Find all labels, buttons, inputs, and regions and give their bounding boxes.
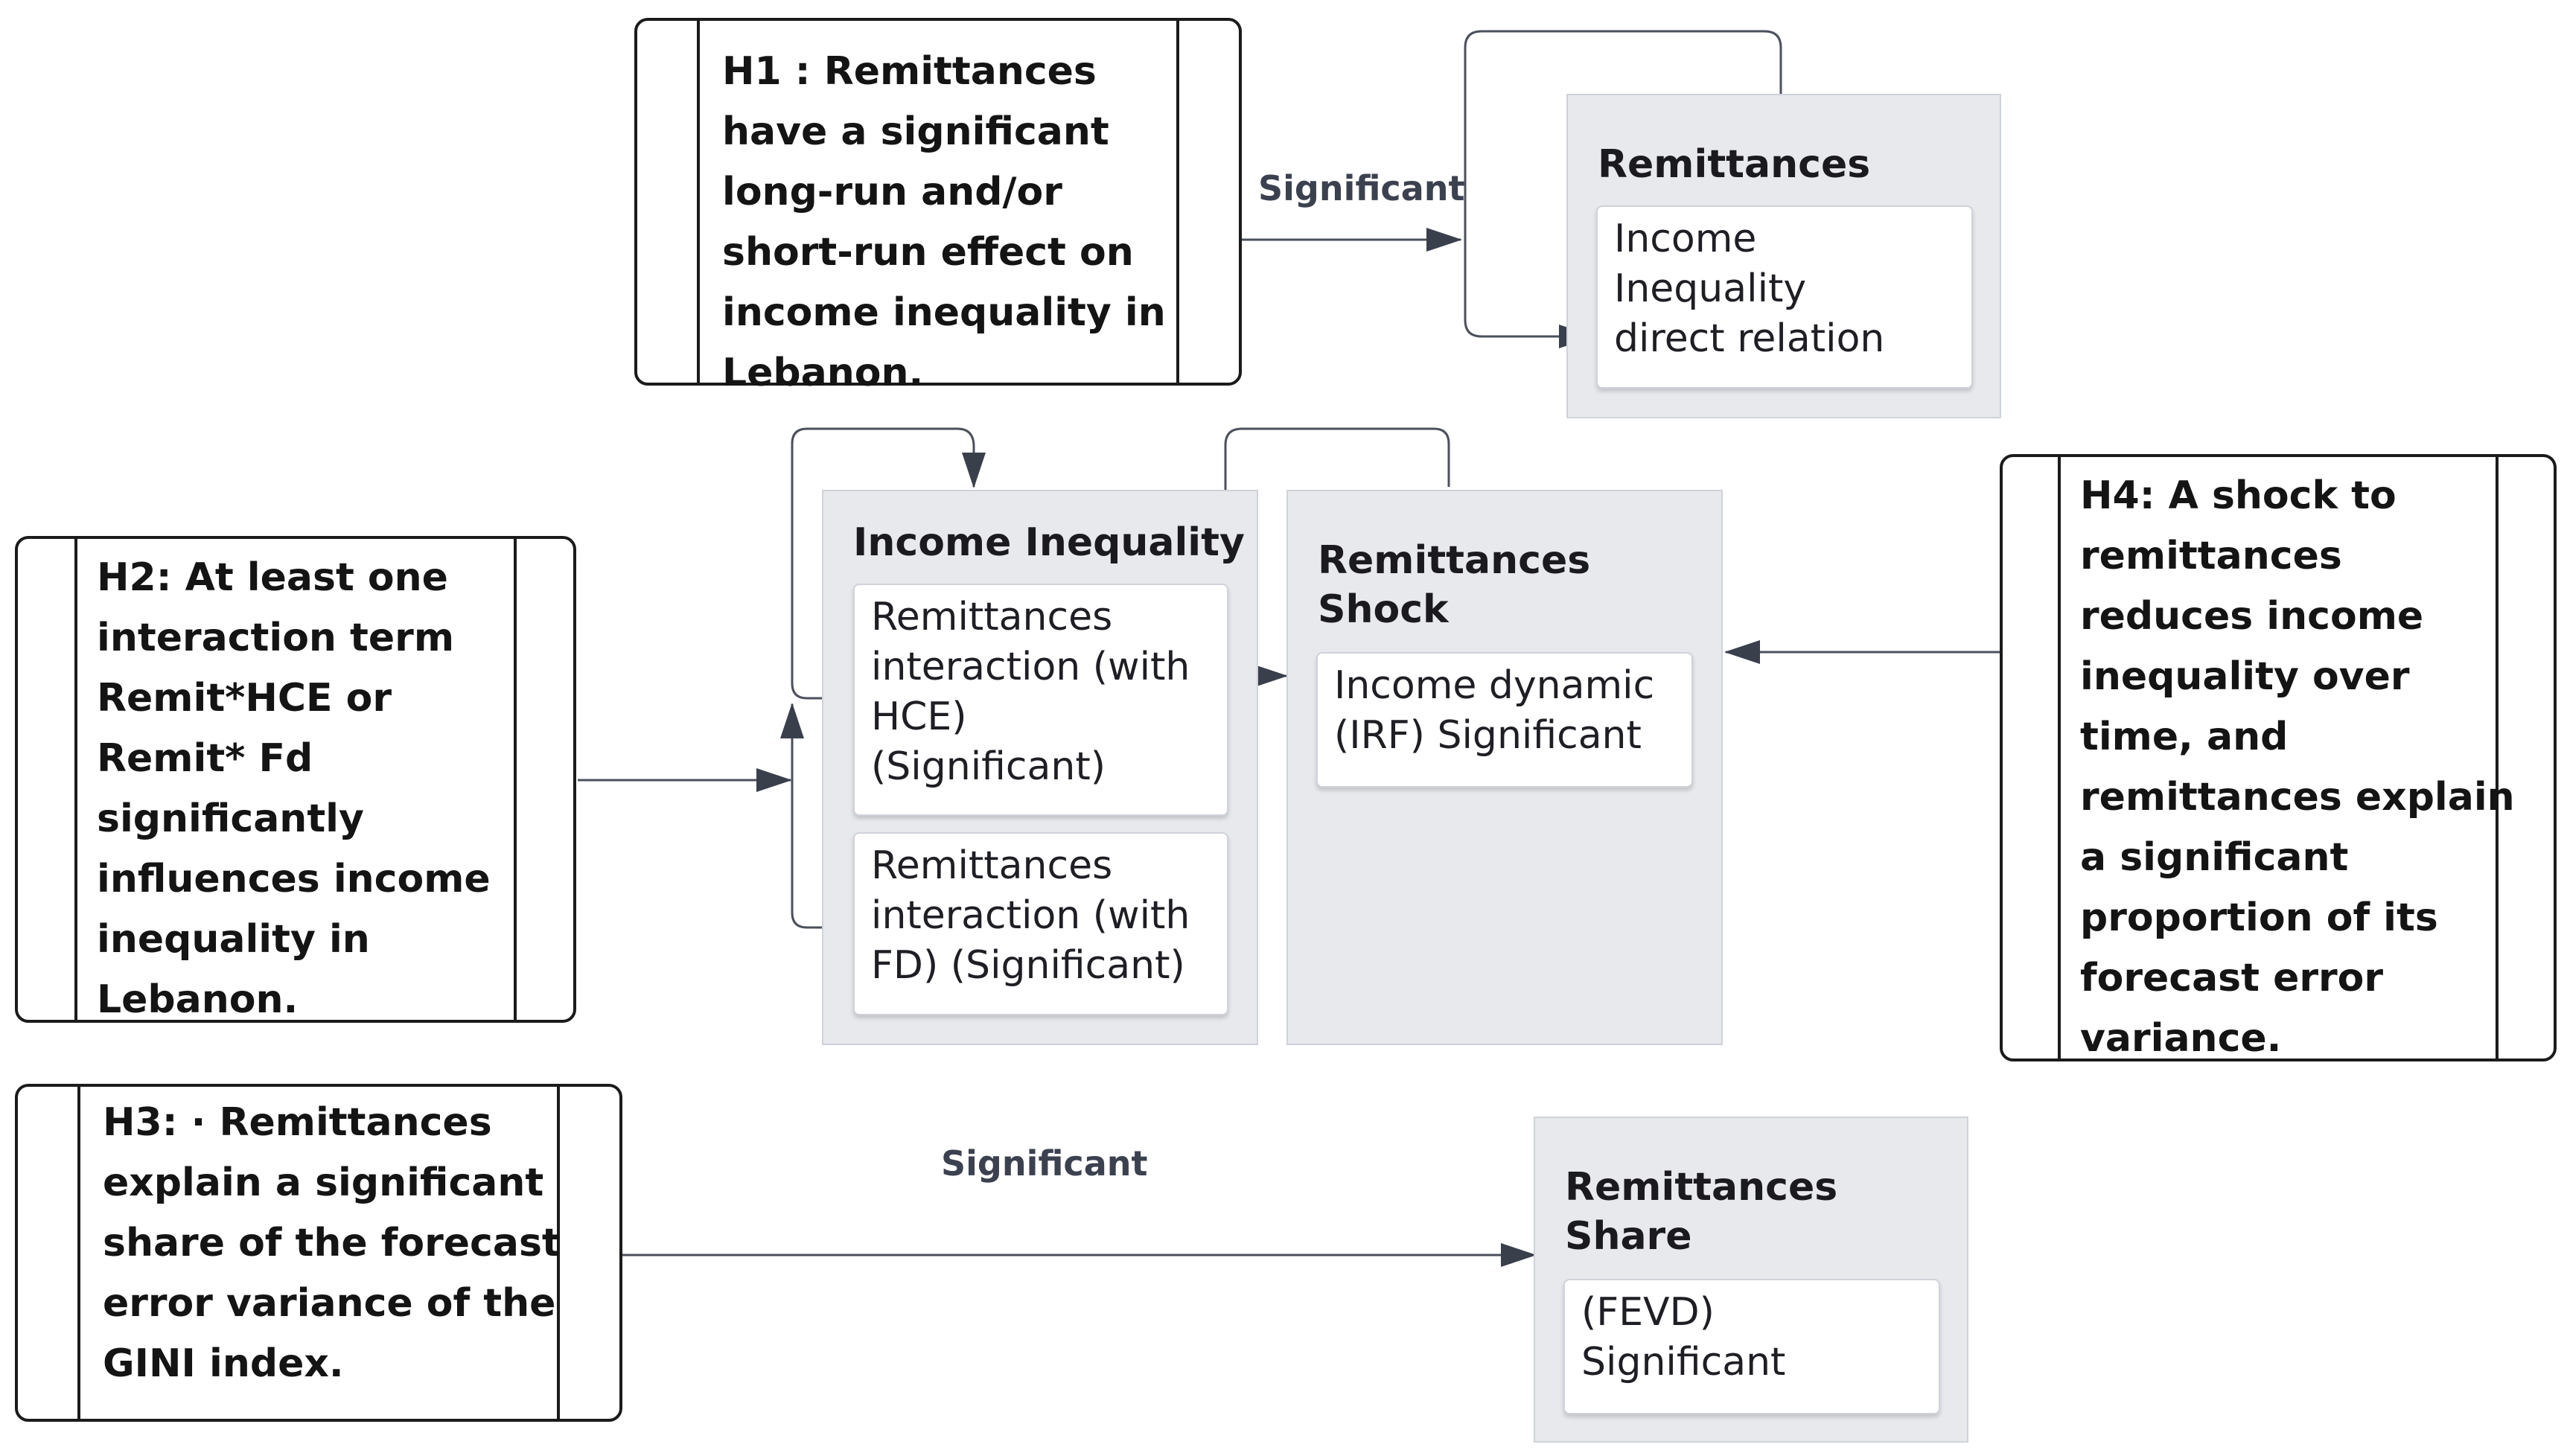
remittances-card-direct-relation: Income Inequality direct relation bbox=[1596, 205, 1973, 389]
remittances-share-group: Remittances Share (FEVD) Significant bbox=[1534, 1117, 1968, 1443]
hypothesis-h2-box: H2: At least one interaction term Remit*… bbox=[15, 536, 576, 1023]
remittances-title: Remittances bbox=[1598, 142, 1871, 187]
remittances-shock-card-irf: Income dynamic (IRF) Significant bbox=[1316, 652, 1693, 788]
remittances-shock-group: Remittances Shock Income dynamic (IRF) S… bbox=[1286, 490, 1723, 1045]
remittances-shock-title: Remittances Shock bbox=[1318, 538, 1591, 632]
income-inequality-title: Income Inequality bbox=[853, 520, 1245, 565]
h1-edge-label: Significant bbox=[1258, 168, 1465, 208]
loop-remittances bbox=[1464, 30, 1782, 348]
hypothesis-h1-text: H1 : Remittances have a significant long… bbox=[722, 49, 1166, 395]
hypothesis-h1-box: H1 : Remittances have a significant long… bbox=[634, 18, 1242, 395]
remittances-share-card-fevd: (FEVD) Significant bbox=[1563, 1279, 1940, 1414]
income-inequality-card-hce: Remittances interaction (with HCE) (Sign… bbox=[853, 584, 1228, 816]
loop-fd-interaction bbox=[780, 703, 853, 929]
hypothesis-h4-text: H4: A shock to remittances reduces incom… bbox=[2080, 473, 2515, 1061]
hypothesis-h3-text: H3: · Remittances explain a significant … bbox=[103, 1100, 561, 1386]
hypothesis-h3-box: H3: · Remittances explain a significant … bbox=[15, 1084, 622, 1422]
loop-income-inequality bbox=[791, 427, 986, 700]
remittances-group: Remittances Income Inequality direct rel… bbox=[1566, 94, 2001, 418]
h3-edge-label: Significant bbox=[941, 1143, 1148, 1184]
hypothesis-h2-text: H2: At least one interaction term Remit*… bbox=[97, 555, 491, 1022]
income-inequality-card-fd: Remittances interaction (with FD) (Signi… bbox=[853, 832, 1228, 1015]
remittances-share-title: Remittances Share bbox=[1565, 1165, 1838, 1259]
income-inequality-group: Income Inequality Remittances interactio… bbox=[822, 490, 1258, 1045]
hypothesis-h4-box: H4: A shock to remittances reduces incom… bbox=[2000, 454, 2557, 1061]
